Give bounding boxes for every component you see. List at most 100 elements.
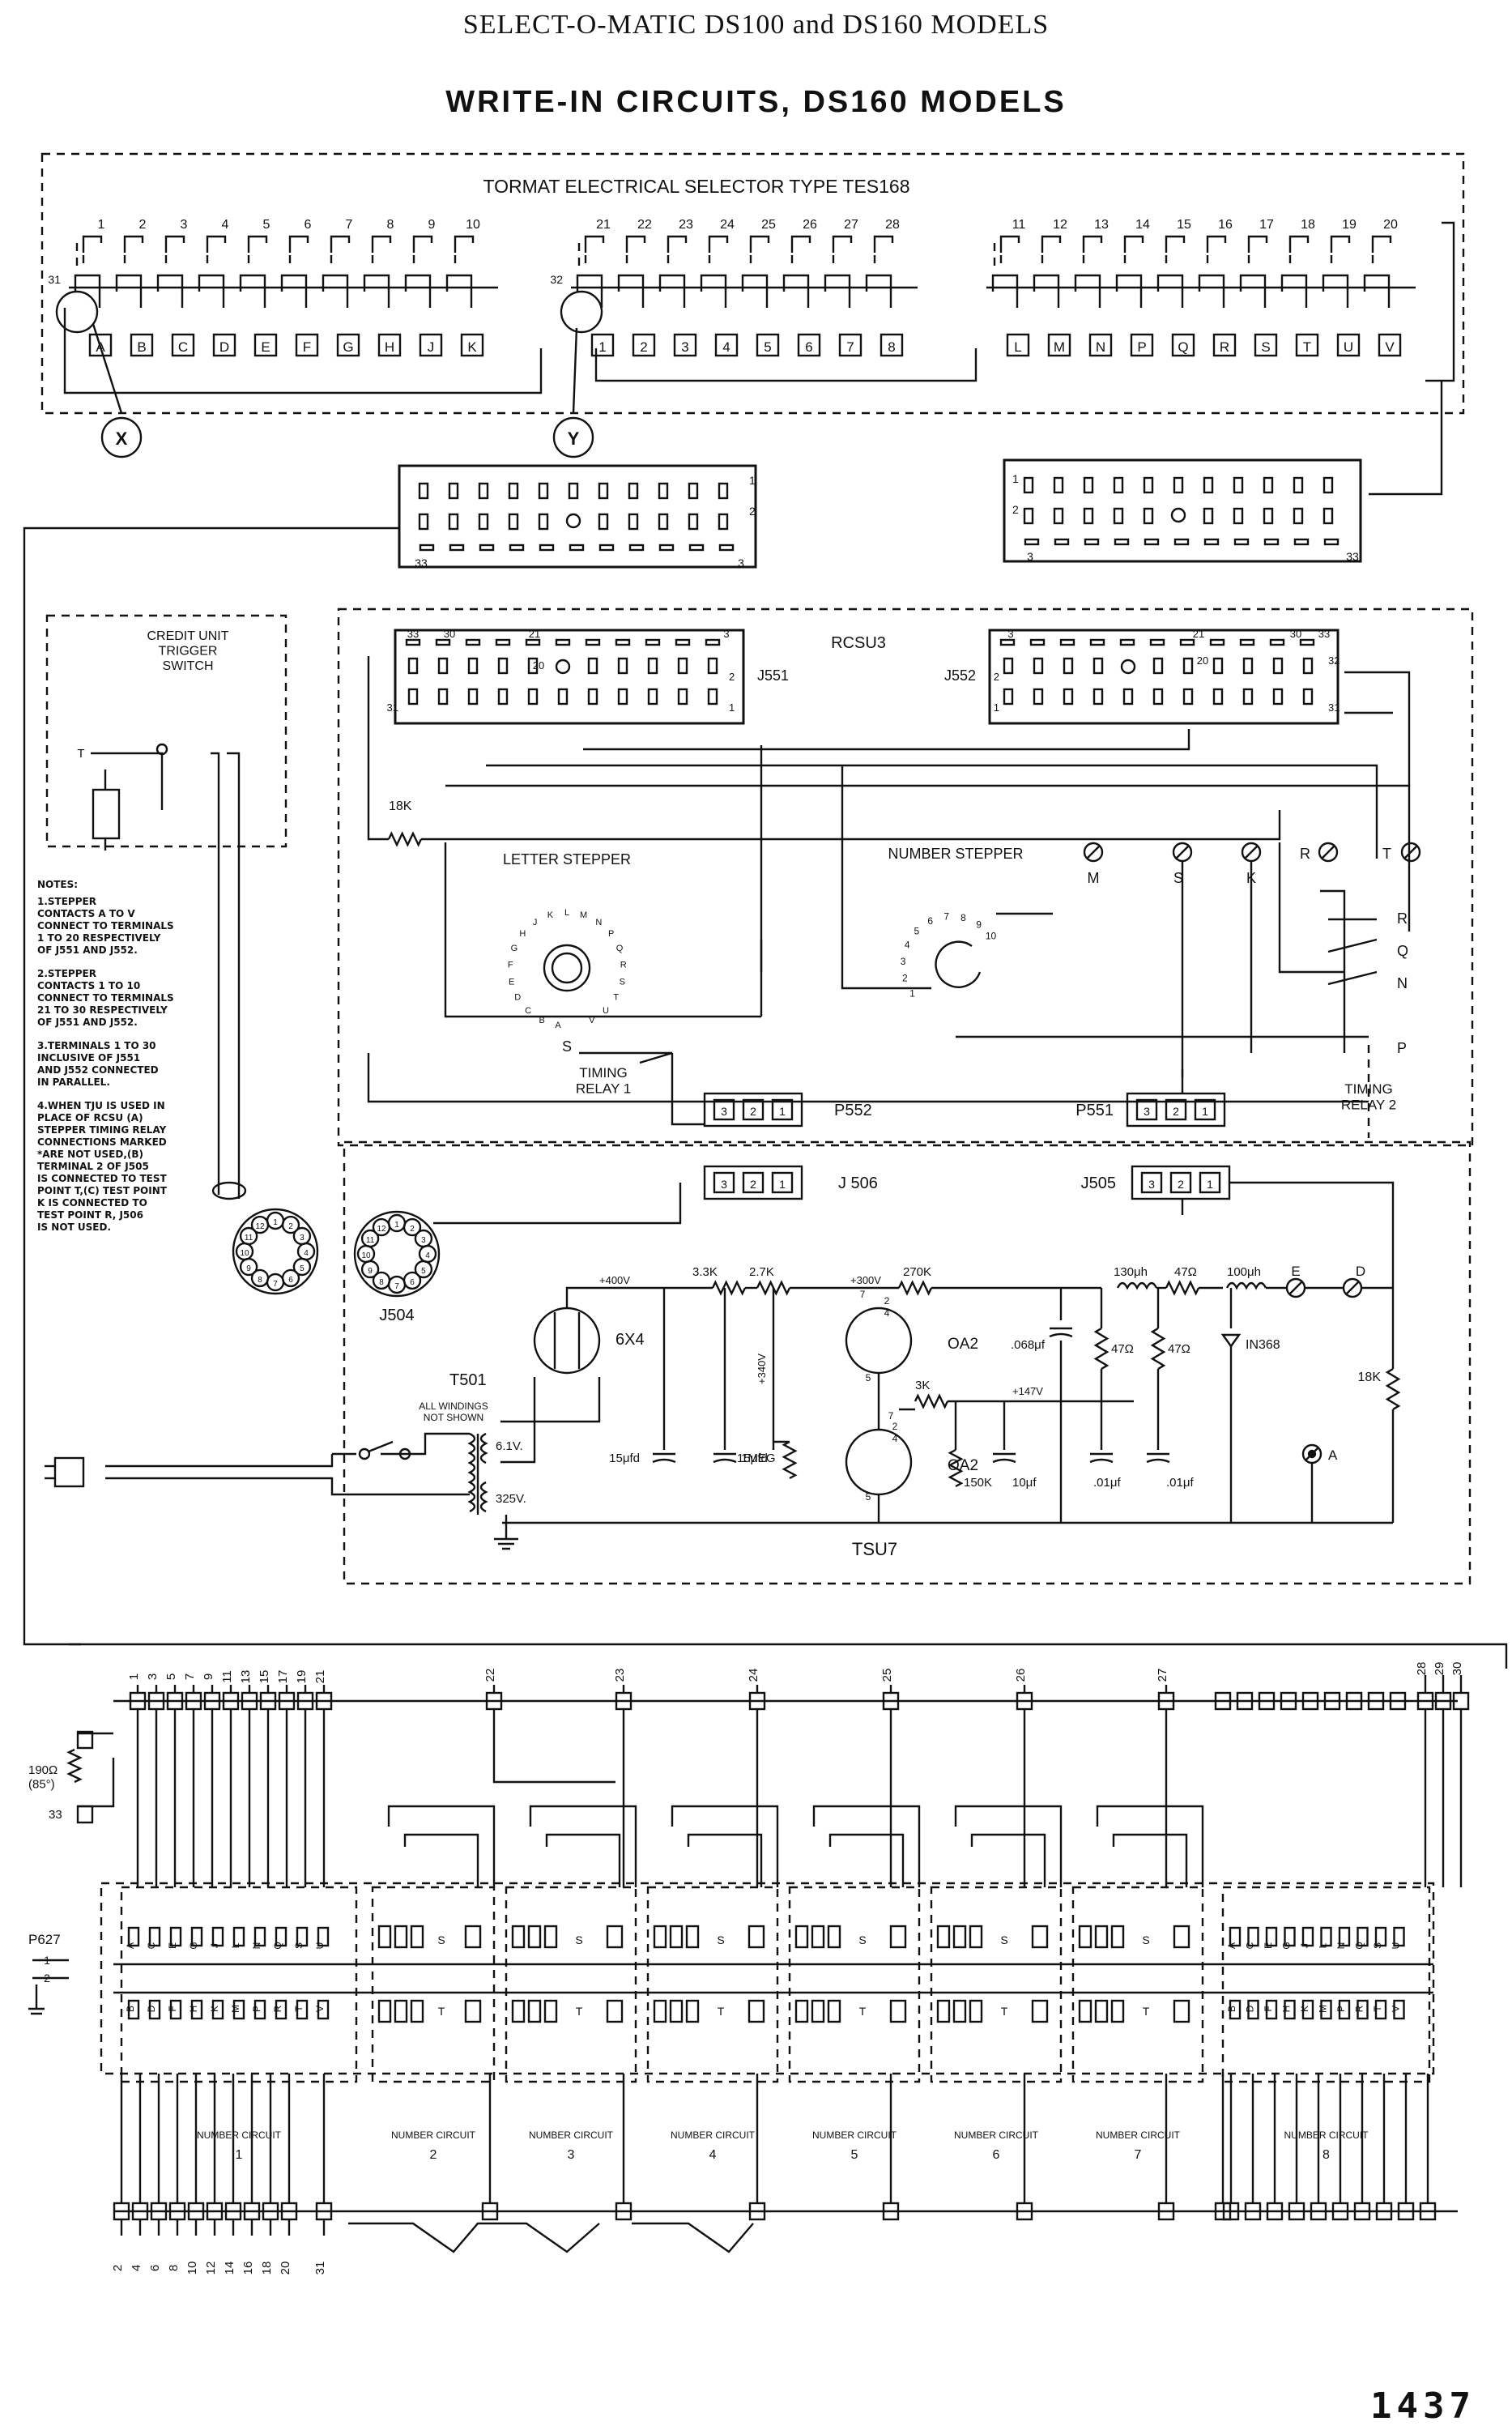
circuit-contact [1301, 1999, 1314, 2020]
connector-right-pin [1173, 538, 1190, 546]
connector-left-pin [568, 482, 579, 500]
circuit-contact [669, 1925, 684, 1949]
letter-stepper-label: LETTER STEPPER [503, 851, 631, 868]
j552-pin [1063, 657, 1074, 675]
letter-stepper-contact: K [547, 910, 554, 920]
capacitor-01-a-label: .01μf [1093, 1476, 1121, 1490]
circuit-contact [669, 1999, 684, 2023]
circuit-contact [464, 1925, 482, 1949]
selector-g2-letter: 3 [681, 339, 688, 355]
connector-right-pin [1322, 507, 1334, 525]
j552-label: 21 [1193, 628, 1204, 640]
connector-right-pin [1114, 538, 1130, 546]
circuit-contact [889, 1925, 907, 1949]
point-x-ring [55, 290, 99, 334]
mid-terminal-label: 27 [1156, 1669, 1169, 1682]
connector-right-label: 33 [1346, 550, 1359, 563]
p552-pin-label: 1 [779, 1105, 786, 1118]
circuit-contact [232, 1999, 245, 2020]
wire [583, 729, 1190, 751]
j552-pin [1182, 657, 1194, 675]
j551-pin [705, 638, 721, 646]
circuit-contact [811, 1999, 825, 2023]
capacitor-01-a [1089, 1458, 1114, 1464]
j551-pin [647, 688, 658, 706]
j551-pin [527, 657, 539, 675]
circuit-contact [211, 1999, 224, 2020]
capacitor-068-label: .068μf [1011, 1338, 1046, 1352]
letter-stepper-contact: C [525, 1006, 531, 1016]
selector-contact [198, 274, 225, 308]
selector-g1-letter: C [178, 339, 188, 355]
top-terminal-label: 7 [183, 1673, 197, 1680]
j551-pin [707, 688, 718, 706]
connector-right-pin [1203, 507, 1214, 525]
selector-g1-letter-box [130, 333, 154, 357]
selector-g2-letter-box [838, 333, 862, 357]
j552-label: 31 [1328, 701, 1340, 714]
wire [594, 348, 977, 382]
capacitor-15uf-a [652, 1458, 676, 1464]
j551-pin [587, 657, 598, 675]
board-wire [687, 1833, 763, 1887]
trigger-socket-pin-label: 12 [255, 1222, 265, 1231]
trigger-socket-pin-label: 8 [258, 1276, 262, 1285]
circuit-contact [1357, 1926, 1369, 1947]
selector-g1-letter-box [212, 333, 236, 357]
notes-heading: NOTES: [37, 879, 79, 890]
resistor-3k-label: 3K [915, 1379, 930, 1392]
power-cord [105, 1454, 470, 1496]
circuit-contact [511, 1999, 526, 2023]
test-point-m [1087, 846, 1100, 859]
relay-s-label: S [717, 1933, 724, 1946]
circuit-contact [1284, 1926, 1296, 1947]
circuit-contact [1094, 1999, 1109, 2023]
trigger-socket-pin [250, 1268, 270, 1288]
note-2: 2.STEPPER CONTACTS 1 TO 10 CONNECT TO TE… [37, 968, 174, 1028]
trigger-socket-pin-label: 1 [273, 1218, 278, 1227]
board-wire [229, 1709, 326, 1887]
selector-g1-number: 10 [466, 218, 480, 232]
selector-g2-letter: 1 [598, 339, 606, 355]
test-point-t [1404, 846, 1417, 859]
circuit-contact [296, 1926, 309, 1947]
wire [69, 1643, 1508, 1669]
top-terminal-label: 9 [202, 1673, 215, 1680]
circuit-contact [653, 1999, 667, 2023]
selector-g1-letter: B [137, 339, 146, 355]
selector-g2-letter: 5 [764, 339, 771, 355]
connector-left-pin [688, 482, 699, 500]
terminal-33 [76, 1805, 94, 1824]
connector-left-pin [419, 544, 435, 552]
j505-pin [1140, 1171, 1163, 1194]
circuit-contact-bottom: H [188, 2006, 199, 2013]
bottom-terminal-label: 4 [130, 2265, 143, 2271]
board-wire [632, 2222, 754, 2253]
circuit-contact [936, 1999, 951, 2023]
bottom-mid-terminal [1157, 2202, 1175, 2221]
connector-right-pin [1263, 476, 1274, 494]
trigger-socket-pin-label: 10 [240, 1249, 249, 1258]
circuit-contact [377, 1999, 392, 2023]
connector-right-pin [1083, 507, 1094, 525]
tsu-outline [343, 1140, 1472, 1585]
connector-right-pin [1263, 538, 1280, 546]
selector-g3-letter: M [1054, 339, 1065, 355]
page-title: SELECT-O-MATIC DS100 and DS160 MODELS [462, 10, 1050, 40]
j551-pin [465, 638, 481, 646]
circuit-contact [464, 1999, 482, 2023]
capacitor-15uf-b-label: 15μfd [737, 1452, 768, 1465]
number-circuit-frame [371, 1886, 496, 2083]
connector-left-pin [718, 544, 735, 552]
selector-contact [1330, 235, 1351, 253]
bottom-right-terminal [1244, 2202, 1262, 2221]
tube-6x4-label: 6X4 [615, 1331, 645, 1349]
circuit-contact [527, 1999, 542, 2023]
tube-6x4 [533, 1307, 601, 1375]
top-terminal-label: 13 [239, 1670, 253, 1684]
j551-pin [615, 638, 631, 646]
bottom-terminal-label: 18 [260, 2262, 274, 2275]
resistor-47-c-label: 47Ω [1168, 1342, 1190, 1356]
j552-pin [1092, 657, 1104, 675]
resistor-3-3k [711, 1280, 747, 1296]
